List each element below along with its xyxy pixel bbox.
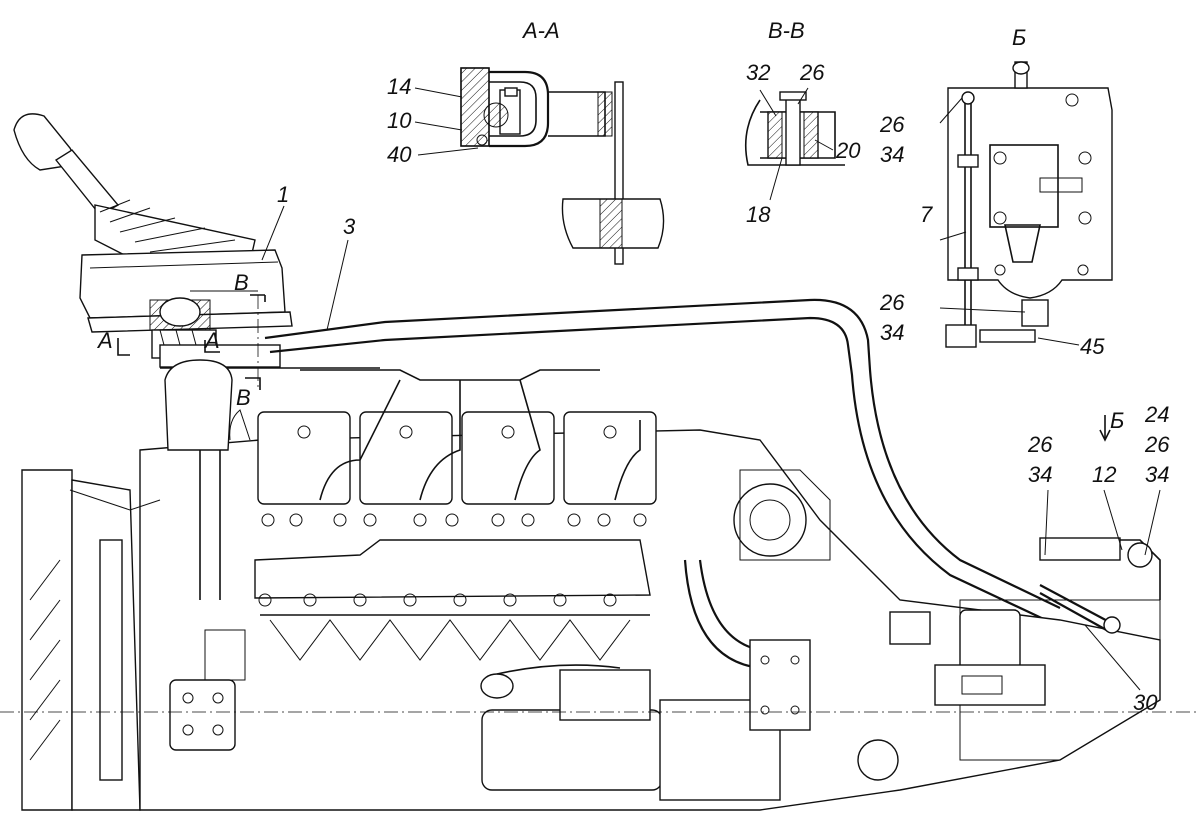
callout-main-26-left: 26 <box>1027 432 1053 457</box>
section-mark-a-left: А <box>96 328 113 353</box>
view-b-detail: Б 26 34 7 26 34 45 <box>879 25 1113 359</box>
callout-aa-14: 14 <box>387 74 411 99</box>
callout-main-3: 3 <box>343 214 356 239</box>
section-aa-title: А-А <box>521 18 560 43</box>
callout-b-45: 45 <box>1080 334 1105 359</box>
callout-main-30: 30 <box>1133 690 1158 715</box>
callout-main-1: 1 <box>277 182 289 207</box>
callout-main-34-left: 34 <box>1028 462 1052 487</box>
section-mark-a-right: А <box>203 328 220 353</box>
callout-aa-10: 10 <box>387 108 412 133</box>
section-vv-title: В-В <box>768 18 805 43</box>
gearshift-rod: 3 <box>264 214 1061 623</box>
callout-b-26-lower: 26 <box>879 290 905 315</box>
callout-b-7: 7 <box>920 202 933 227</box>
callout-vv-26: 26 <box>799 60 825 85</box>
view-b-arrow-label: Б <box>1110 408 1124 433</box>
callout-vv-18: 18 <box>746 202 771 227</box>
head-bolts <box>261 513 647 527</box>
callout-b-26: 26 <box>879 112 905 137</box>
callout-main-12: 12 <box>1092 462 1116 487</box>
section-aa-detail: А-А 14 10 40 <box>387 18 665 265</box>
callout-vv-32: 32 <box>746 60 770 85</box>
callout-main-26-right: 26 <box>1144 432 1170 457</box>
callout-main-34-right: 34 <box>1145 462 1169 487</box>
callout-b-34: 34 <box>880 142 904 167</box>
section-vv-detail: В-В 32 26 20 18 <box>744 18 861 227</box>
section-mark-v-bottom: В <box>236 385 251 410</box>
callout-main-24: 24 <box>1144 402 1169 427</box>
callout-aa-40: 40 <box>387 142 412 167</box>
callout-vv-20: 20 <box>835 138 861 163</box>
callout-b-34-lower: 34 <box>880 320 904 345</box>
gear-lever-assembly: 1 В А А В <box>13 113 380 410</box>
view-b-title: Б <box>1012 25 1026 50</box>
section-mark-v-top: В <box>234 270 249 295</box>
main-right-callouts: Б 24 26 34 26 34 12 30 <box>1027 402 1170 715</box>
engine-block <box>0 359 1200 811</box>
